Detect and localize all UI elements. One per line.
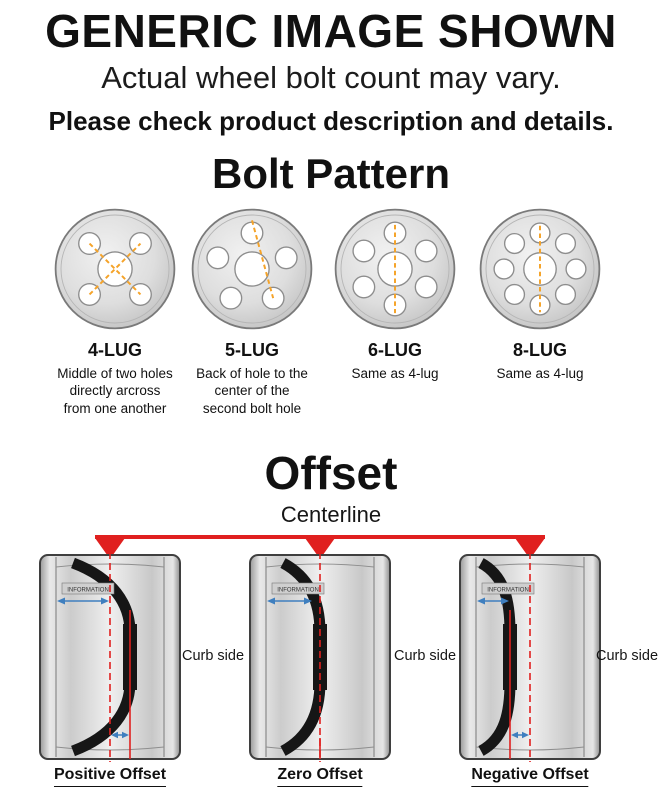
note-text: Please check product description and det… [48,106,614,136]
bolt-hole [503,232,526,255]
zero-offset-label: Zero Offset [277,766,363,787]
rim-text: INFORMATION [277,588,319,594]
lug-label: 5-LUG [225,340,279,360]
positive-offset-label: Positive Offset [53,766,167,787]
bolt-pattern-title: Bolt Pattern [211,150,450,197]
negative-offset-label: Negative Offset [471,766,589,787]
bolt-hole [219,286,243,310]
lug-column-5: 5-LUG Back of hole to the center of the … [177,206,327,417]
lug-description: Middle of two holes directly arcross fro… [57,366,173,416]
lug-column-6: 6-LUG Same as 4-lug [320,206,470,382]
bolt-hole [414,275,438,299]
subtitle: Actual wheel bolt count may vary. [101,60,561,95]
lug-description: Same as 4-lug [496,366,584,381]
lug-description: Back of hole to the center of the second… [196,366,308,416]
centerline-line [95,535,545,539]
lug-wheel-6-diagram [334,208,456,330]
curb-side-label: Curb side [181,648,245,664]
lug-wheel-5-diagram [191,208,313,330]
bolt-hole [554,283,577,306]
bolt-hole [493,258,515,280]
lug-label: 4-LUG [88,340,142,360]
lug-description: Same as 4-lug [351,366,439,381]
measure-arrow [57,597,65,605]
centerline-marker-center [305,538,335,559]
offset-arrow [111,731,118,739]
curb-side-label: Curb side [393,648,457,664]
lug-wheel-8-diagram [479,208,601,330]
bolt-hole [240,221,264,245]
bolt-hole [206,246,230,270]
bolt-hole [554,232,577,255]
bolt-hole [78,282,102,306]
rim-text: INFORMATION [487,588,529,594]
measurement-line [251,220,275,299]
offset-title: Offset [264,447,398,499]
offset-arrow [122,731,129,739]
measure-arrow [501,597,509,605]
center-bore [234,251,270,287]
negative-offset-diagram: INFORMATION [459,552,601,762]
bolt-hole [352,275,376,299]
lug-label: 6-LUG [368,340,422,360]
centerline-marker-left [95,538,125,559]
bolt-hole [565,258,587,280]
measure-arrow [304,597,312,605]
lug-wheel-4-diagram [54,208,176,330]
bolt-hole [352,239,376,263]
lug-column-8: 8-LUG Same as 4-lug [465,206,615,382]
main-title: GENERIC IMAGE SHOWN [45,5,617,57]
measurement-line [88,242,142,296]
bolt-hole [414,239,438,263]
offset-arrow [522,731,529,739]
bolt-hole [503,283,526,306]
centerline-label: Centerline [280,502,382,527]
positive-offset-diagram: INFORMATION [39,552,181,762]
offset-arrow [511,731,518,739]
curb-side-label: Curb side [595,648,659,664]
zero-offset-diagram: INFORMATION [249,552,391,762]
bolt-hole [274,246,298,270]
lug-label: 8-LUG [513,340,567,360]
measure-arrow [101,597,109,605]
lug-column-4: 4-LUG Middle of two holes directly arcro… [40,206,190,417]
measure-arrow [267,597,275,605]
measure-arrow [477,597,485,605]
measurement-line [88,242,142,296]
rim-text: INFORMATION [67,588,109,594]
bolt-hole [78,232,102,256]
centerline-marker-right [515,538,545,559]
